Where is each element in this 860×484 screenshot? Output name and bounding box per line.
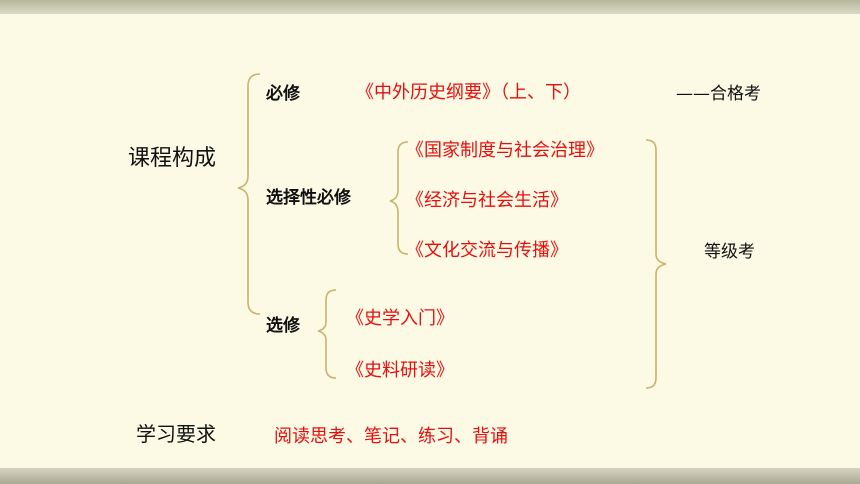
course-historiography-intro: 《史学入门》 xyxy=(346,308,454,329)
main-brace xyxy=(237,73,261,315)
top-band xyxy=(0,0,860,14)
qualification-exam-label: ——合格考 xyxy=(676,84,761,104)
grade-exam-label: 等级考 xyxy=(704,242,755,262)
requirement-text: 阅读思考、笔记、练习、背诵 xyxy=(274,426,508,447)
requirement-label: 学习要求 xyxy=(136,422,216,446)
root-label: 课程构成 xyxy=(128,146,217,171)
bottom-band xyxy=(0,468,860,484)
category-label-compulsory: 必修 xyxy=(266,84,300,104)
category-label-selective: 选择性必修 xyxy=(266,188,351,208)
course-outline: 《中外历史纲要》（上、下） xyxy=(356,82,581,103)
slide-canvas xyxy=(0,14,860,468)
selective-brace xyxy=(389,141,409,255)
course-culture-exchange: 《文化交流与传播》 xyxy=(406,240,568,261)
elective-brace xyxy=(317,289,337,379)
course-economy-society: 《经济与社会生活》 xyxy=(406,190,568,211)
category-label-elective: 选修 xyxy=(266,316,300,336)
course-historical-sources: 《史料研读》 xyxy=(346,360,454,381)
course-state-governance: 《国家制度与社会治理》 xyxy=(406,140,604,161)
grade-exam-brace xyxy=(645,139,667,389)
